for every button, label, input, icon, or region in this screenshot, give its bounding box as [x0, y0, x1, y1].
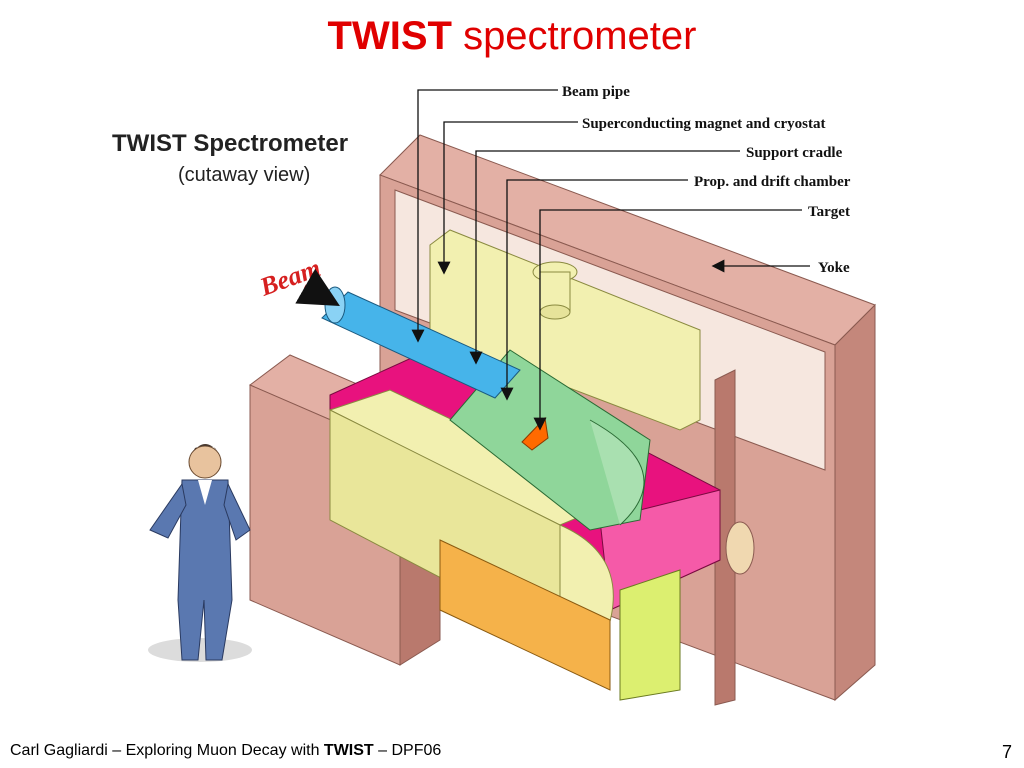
person-figure	[148, 444, 252, 662]
label-target: Target	[808, 204, 850, 220]
label-yoke: Yoke	[818, 260, 850, 276]
footer-text: Carl Gagliardi – Exploring Muon Decay wi…	[10, 742, 441, 760]
label-magnet: Superconducting magnet and cryostat	[582, 116, 826, 132]
diagram-heading: TWIST Spectrometer	[112, 130, 349, 157]
page-number: 7	[1001, 742, 1012, 762]
beam-label: Beam	[255, 253, 324, 302]
slide-title: TWIST spectrometer	[0, 14, 1024, 59]
footer-post: – DPF06	[373, 742, 442, 759]
slide-title-rest: spectrometer	[463, 14, 697, 58]
footer-bold: TWIST	[323, 742, 374, 759]
slide-title-bold: TWIST	[327, 14, 452, 58]
support-cradle	[439, 539, 681, 701]
leader-lines	[411, 89, 810, 431]
beam-arrow	[295, 268, 340, 306]
label-beam-pipe: Beam pipe	[562, 84, 630, 100]
label-chamber: Prop. and drift chamber	[694, 174, 851, 190]
footer-pre: Carl Gagliardi – Exploring Muon Decay wi…	[10, 742, 324, 759]
diagram-subheading: (cutaway view)	[178, 164, 311, 186]
label-cradle: Support cradle	[746, 145, 843, 161]
spectrometer-diagram: Beam Beam pipe Superconducting magnet an…	[148, 84, 876, 706]
